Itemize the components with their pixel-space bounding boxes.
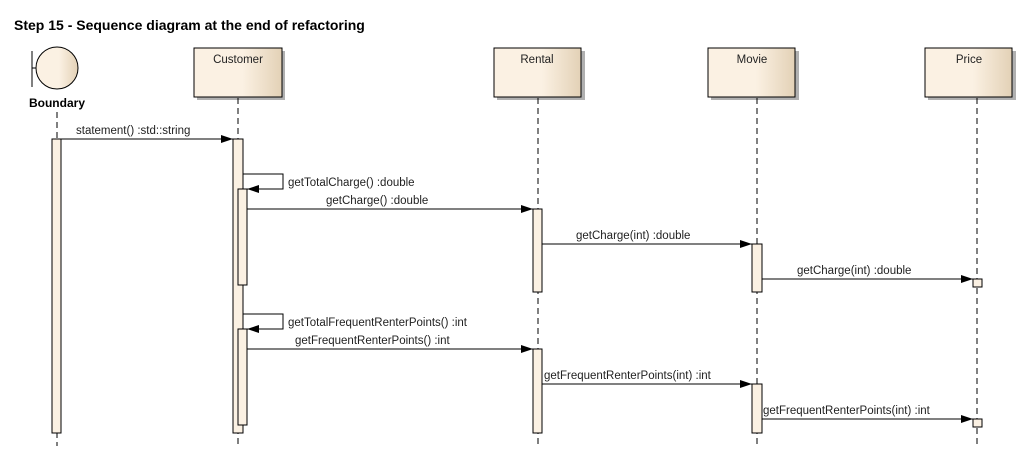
- rental-activation: [532, 348, 543, 434]
- message-price-getCharge[interactable]: getCharge(int) :double: [762, 265, 973, 283]
- customer-box: [193, 47, 283, 98]
- movie-box: [707, 47, 796, 98]
- self-message-arrow: [243, 173, 284, 193]
- message-getFrequentRenterPoints[interactable]: getFrequentRenterPoints() :int: [247, 335, 533, 353]
- message-movie-getCharge[interactable]: getCharge(int) :double: [542, 230, 752, 248]
- message-getTotalCharge[interactable]: getTotalCharge() :double: [243, 173, 415, 193]
- message-label: getTotalFrequentRenterPoints() :int: [288, 317, 468, 329]
- message-movie-getFrequentRenterPoints[interactable]: getFrequentRenterPoints(int) :int: [542, 370, 752, 388]
- price-participant[interactable]: Price: [924, 47, 1016, 100]
- rental-label: Rental: [520, 54, 553, 66]
- boundary-activation: [51, 138, 62, 434]
- message-getCharge[interactable]: getCharge() :double: [247, 195, 533, 213]
- message-label: getCharge() :double: [326, 195, 428, 207]
- price-activation: [972, 278, 983, 288]
- message-label: getFrequentRenterPoints(int) :int: [544, 370, 712, 382]
- message-price-getFrequentRenterPoints[interactable]: getFrequentRenterPoints(int) :int: [762, 405, 973, 423]
- customer-activation: [232, 138, 244, 434]
- diagram-title: Step 15 - Sequence diagram at the end of…: [14, 17, 365, 33]
- message-label: statement() :std::string: [76, 125, 190, 137]
- price-activation: [972, 418, 983, 428]
- self-message-arrow: [243, 313, 284, 333]
- movie-participant[interactable]: Movie: [707, 47, 799, 100]
- customer-nested-activation: [237, 328, 248, 426]
- movie-activation: [751, 243, 763, 293]
- rental-box: [493, 47, 582, 98]
- message-statement[interactable]: statement() :std::string: [61, 125, 233, 143]
- customer-nested-activation: [237, 188, 248, 286]
- movie-label: Movie: [737, 54, 768, 66]
- message-label: getFrequentRenterPoints() :int: [295, 335, 450, 347]
- message-getTotalFrequentRenterPoints[interactable]: getTotalFrequentRenterPoints() :int: [243, 313, 468, 333]
- boundary-icon: [35, 46, 79, 90]
- rental-activation: [532, 208, 543, 293]
- message-label: getTotalCharge() :double: [288, 177, 415, 189]
- message-label: getCharge(int) :double: [576, 230, 690, 242]
- boundary-label: Boundary: [29, 96, 85, 110]
- customer-label: Customer: [213, 54, 263, 66]
- price-box: [924, 47, 1013, 98]
- price-label: Price: [956, 54, 982, 66]
- message-label: getCharge(int) :double: [797, 265, 911, 277]
- customer-participant[interactable]: Customer: [193, 47, 285, 100]
- message-label: getFrequentRenterPoints(int) :int: [763, 405, 931, 417]
- movie-activation: [751, 383, 763, 434]
- boundary-participant[interactable]: Boundary: [29, 46, 85, 110]
- rental-participant[interactable]: Rental: [493, 47, 585, 100]
